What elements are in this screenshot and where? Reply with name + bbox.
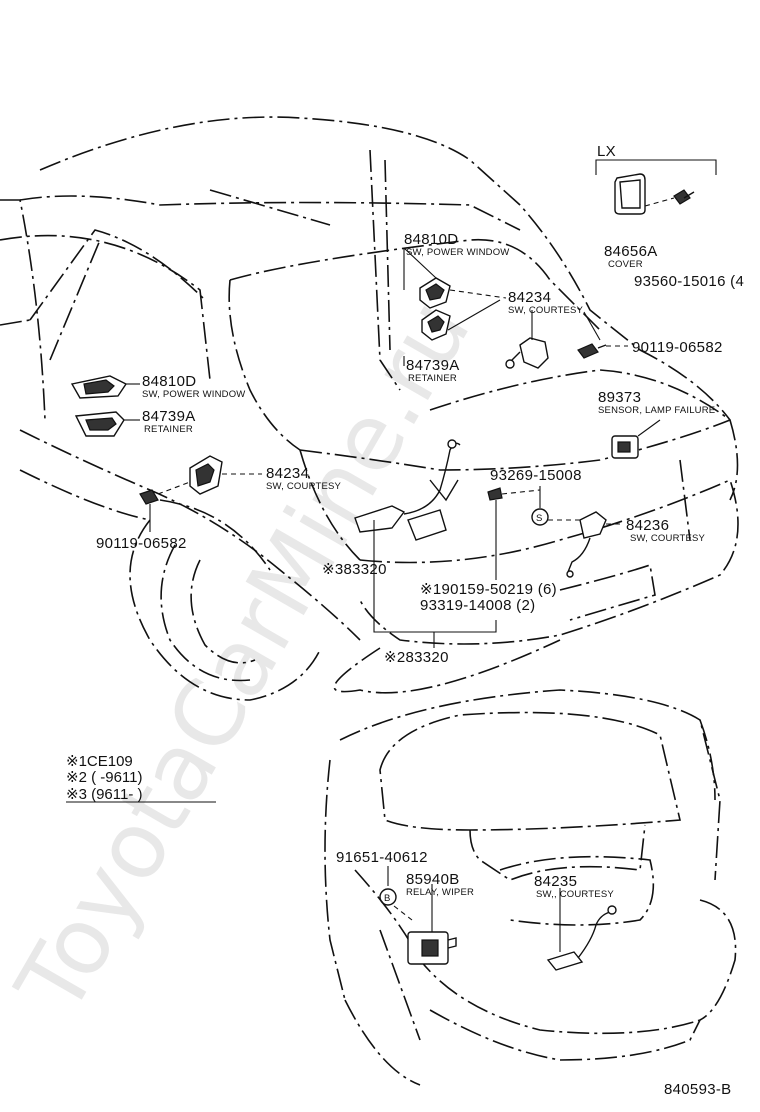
callout-84810d-left-pn: 84810D <box>142 373 196 390</box>
relay-wiper-part <box>407 931 457 965</box>
bolt-90119-right-part <box>577 343 607 359</box>
callout-84234-left-desc: SW, COURTESY <box>266 481 342 492</box>
sensor-89373-part <box>611 435 639 459</box>
leader-lines <box>66 159 717 952</box>
lx-leader <box>644 197 675 207</box>
callout-89373-desc: SENSOR, LAMP FAILURE <box>598 405 715 416</box>
callout-85940b-desc: RELAY, WIPER <box>406 887 474 898</box>
screw-190159-part <box>487 487 503 501</box>
callout-84235-pn: 84235 <box>534 873 577 890</box>
upper-car-body <box>0 116 739 701</box>
marker-b-label: B <box>384 893 391 904</box>
courtesy-switch-84235-part <box>546 905 617 971</box>
retainer-upper-part <box>421 309 451 341</box>
courtesy-switch-upper-part <box>505 337 549 369</box>
callout-84810d-upper-pn: 84810D <box>404 231 458 248</box>
callout-84656a-desc: COVER <box>608 259 643 270</box>
marker-s: S <box>531 508 549 526</box>
callout-90119-right-pn: 90119-06582 <box>632 339 723 356</box>
note-line-1: ※1CE109 <box>66 753 133 770</box>
callout-84236-pn: 84236 <box>626 517 669 534</box>
screw-93560-part <box>673 189 695 205</box>
power-window-switch-left-part <box>70 375 128 399</box>
callout-84236-desc: SW, COURTESY <box>630 533 706 544</box>
callout-383320-pn: ※383320 <box>322 561 387 578</box>
callout-84234-upper-pn: 84234 <box>508 289 551 306</box>
callout-84810d-upper-desc: SW, POWER WINDOW <box>406 247 509 258</box>
marker-b: B <box>379 888 397 906</box>
callout-84739a-left-desc: RETAINER <box>144 424 193 435</box>
variant-label: LX <box>597 143 616 160</box>
note-line-2: ※2 ( -9611) <box>66 769 143 786</box>
callout-84739a-upper-pn: 84739A <box>406 357 460 374</box>
callout-93319-pn: 93319-14008 (2) <box>420 597 535 614</box>
callout-93560-pn: 93560-15016 (4 <box>634 273 744 290</box>
marker-s-label: S <box>536 513 543 524</box>
callout-90119-left-pn: 90119-06582 <box>96 535 187 552</box>
callout-84810d-left-desc: SW, POWER WINDOW <box>142 389 245 400</box>
callout-91651-pn: 91651-40612 <box>336 849 428 866</box>
callout-190159-pn: ※190159-50219 (6) <box>420 581 557 598</box>
courtesy-switch-left-part <box>189 455 223 495</box>
callout-84234-upper-desc: SW, COURTESY <box>508 305 584 316</box>
callout-84656a-pn: 84656A <box>604 243 658 260</box>
retainer-left-part <box>74 411 125 437</box>
bolt-90119-left-part <box>139 489 159 505</box>
figure-id: 840593-B <box>664 1081 731 1098</box>
callout-93269-pn: 93269-15008 <box>490 467 582 484</box>
note-line-3: ※3 (9611- ) <box>66 786 143 803</box>
callout-89373-pn: 89373 <box>598 389 641 406</box>
callout-84234-left-pn: 84234 <box>266 465 309 482</box>
lower-car-body <box>324 689 737 1086</box>
harness-lamp-part <box>354 439 461 541</box>
callout-84739a-left-pn: 84739A <box>142 408 196 425</box>
courtesy-switch-84236-part <box>566 511 607 578</box>
power-window-switch-upper-part <box>419 277 451 309</box>
cover-84656a-part <box>614 173 646 215</box>
callout-283320-pn: ※283320 <box>384 649 449 666</box>
callout-84739a-upper-desc: RETAINER <box>408 373 457 384</box>
callout-85940b-pn: 85940B <box>406 871 460 888</box>
callout-84235-desc: SW,, COURTESY <box>536 889 614 900</box>
